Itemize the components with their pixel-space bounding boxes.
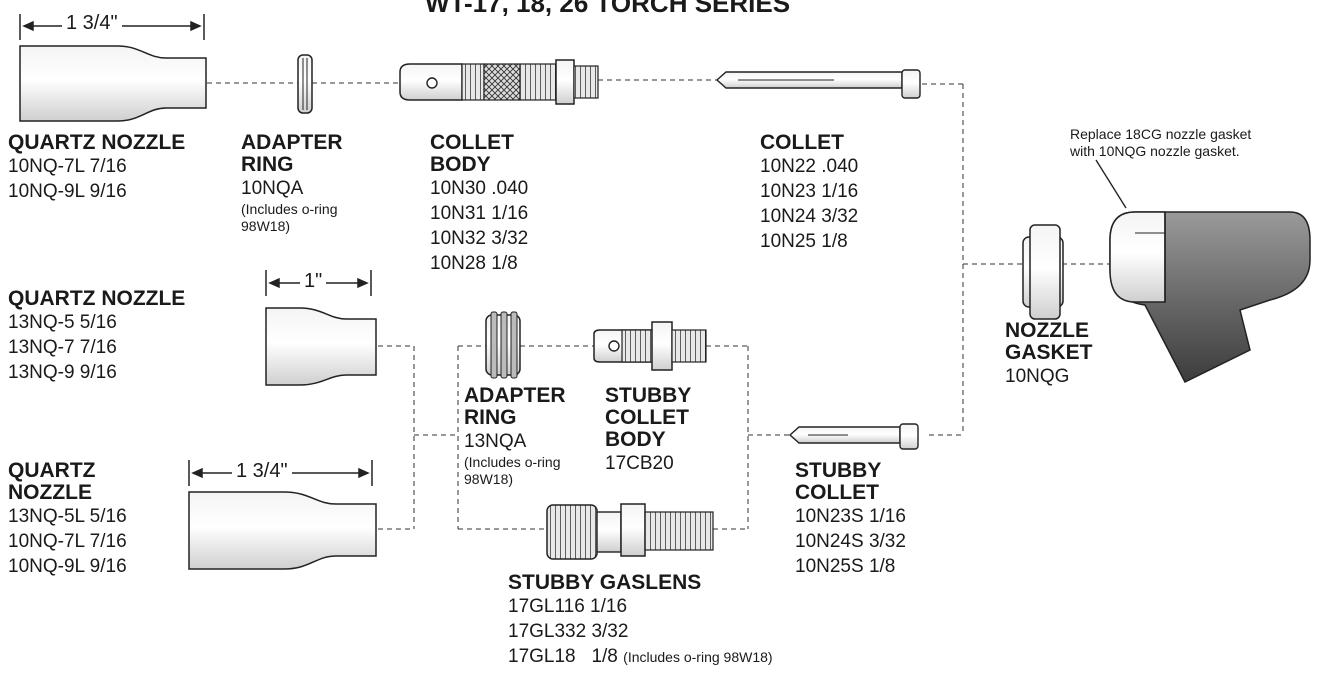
dimension-label-1: 1 3/4"	[62, 12, 122, 35]
stubby-collet-block: STUBBY COLLET 10N23S 1/16 10N24S 3/32 10…	[795, 460, 906, 579]
part-number: 17GL332 3/32	[508, 621, 629, 642]
part-name: STUBBY GASLENS	[508, 571, 702, 594]
part-name: RING	[241, 153, 294, 176]
collet-body-block: COLLET BODY 10N30 .040 10N31 1/16 10N32 …	[430, 132, 528, 276]
torch-head	[1095, 159, 1311, 383]
part-number: 13NQ-7 7/16	[8, 337, 117, 358]
part-number: 10NQ-9L 9/16	[8, 181, 127, 202]
quartz-nozzle-3-block: QUARTZ NOZZLE 13NQ-5L 5/16 10NQ-7L 7/16 …	[8, 460, 127, 579]
part-number: 10N23 1/16	[760, 181, 859, 202]
part-number: 10N30 .040	[430, 178, 529, 199]
dimension-label-3: 1 3/4"	[232, 460, 292, 483]
part-number: 10N23S 1/16	[795, 506, 906, 527]
part-number: 10NQ-9L 9/16	[8, 556, 127, 577]
quartz-nozzle-short	[265, 307, 377, 386]
part-name: ADAPTER	[241, 131, 343, 154]
part-note: 98W18)	[241, 218, 291, 234]
part-number: 17GL116 1/16	[508, 596, 628, 617]
part-name: GASKET	[1005, 341, 1093, 364]
adapter-ring-2	[485, 311, 521, 379]
part-name: BODY	[605, 428, 666, 451]
stubby-gaslens-block: STUBBY GASLENS 17GL116 1/16 17GL332 3/32…	[508, 572, 773, 669]
diagram-title: WT-17, 18, 26 TORCH SERIES	[425, 0, 791, 18]
quartz-nozzle-1-block: QUARTZ NOZZLE 10NQ-7L 7/16 10NQ-9L 9/16	[8, 132, 185, 204]
stubby-gaslens	[546, 503, 714, 560]
part-number: 10N22 .040	[760, 156, 859, 177]
part-number: 10NQ-7L 7/16	[8, 156, 127, 177]
quartz-nozzle-long-1	[19, 45, 207, 122]
quartz-nozzle-long-2	[188, 491, 377, 570]
part-number: 10N31 1/16	[430, 203, 529, 224]
part-number: 10N24S 3/32	[795, 531, 906, 552]
part-number: 13NQ-5 5/16	[8, 312, 117, 333]
part-number: 10N25S 1/8	[795, 556, 896, 577]
part-name: NOZZLE	[1005, 319, 1089, 342]
adapter-ring-1	[297, 54, 313, 114]
adapter-ring-1-block: ADAPTER RING 10NQA (Includes o-ring 98W1…	[241, 132, 343, 235]
part-number: 10NQG	[1005, 366, 1070, 387]
part-number: 17CB20	[605, 453, 674, 474]
part-number: 13NQA	[464, 431, 527, 452]
part-name: STUBBY	[605, 384, 692, 407]
part-number: 10NQ-7L 7/16	[8, 531, 127, 552]
part-number: 10N32 3/32	[430, 228, 529, 249]
collet	[715, 69, 921, 99]
gasket-note: Replace 18CG nozzle gasket with 10NQG no…	[1070, 126, 1251, 160]
collet-body	[399, 59, 599, 105]
dimension-label-2: 1"	[300, 270, 327, 293]
note-line: with 10NQG nozzle gasket.	[1070, 143, 1240, 159]
adapter-ring-2-block: ADAPTER RING 13NQA (Includes o-ring 98W1…	[464, 385, 566, 488]
nozzle-gasket-block: NOZZLE GASKET 10NQG	[1005, 320, 1093, 389]
part-number: 10N24 3/32	[760, 206, 859, 227]
part-name: QUARTZ	[8, 459, 96, 482]
nozzle-gasket	[1022, 224, 1064, 320]
part-number: 10N25 1/8	[760, 231, 848, 252]
part-number-row: 17GL18 1/8 (Includes o-ring 98W18)	[508, 644, 773, 669]
part-name: COLLET	[795, 481, 879, 504]
part-note: 98W18)	[464, 471, 514, 487]
stubby-collet-body	[593, 321, 707, 371]
part-name: COLLET	[605, 406, 689, 429]
part-note: (Includes o-ring	[241, 201, 338, 217]
part-number: 17GL18 1/8	[508, 646, 618, 667]
part-note: (Includes o-ring 98W18)	[623, 649, 773, 665]
part-name: COLLET	[430, 131, 514, 154]
stubby-collet	[788, 423, 919, 450]
part-name: QUARTZ NOZZLE	[8, 131, 186, 154]
part-name: QUARTZ NOZZLE	[8, 287, 186, 310]
quartz-nozzle-2-block: QUARTZ NOZZLE 13NQ-5 5/16 13NQ-7 7/16 13…	[8, 288, 185, 385]
part-name: BODY	[430, 153, 491, 176]
part-name: NOZZLE	[8, 481, 92, 504]
part-note: (Includes o-ring	[464, 454, 561, 470]
part-number: 10NQA	[241, 178, 304, 199]
collet-block: COLLET 10N22 .040 10N23 1/16 10N24 3/32 …	[760, 132, 858, 254]
note-line: Replace 18CG nozzle gasket	[1070, 126, 1252, 142]
part-name: ADAPTER	[464, 384, 566, 407]
part-number: 13NQ-9 9/16	[8, 362, 117, 383]
part-name: COLLET	[760, 131, 844, 154]
connector-lines	[207, 79, 1110, 530]
stubby-collet-body-block: STUBBY COLLET BODY 17CB20	[605, 385, 691, 476]
part-name: RING	[464, 406, 517, 429]
part-name: STUBBY	[795, 459, 882, 482]
part-number: 13NQ-5L 5/16	[8, 506, 127, 527]
part-number: 10N28 1/8	[430, 253, 518, 274]
